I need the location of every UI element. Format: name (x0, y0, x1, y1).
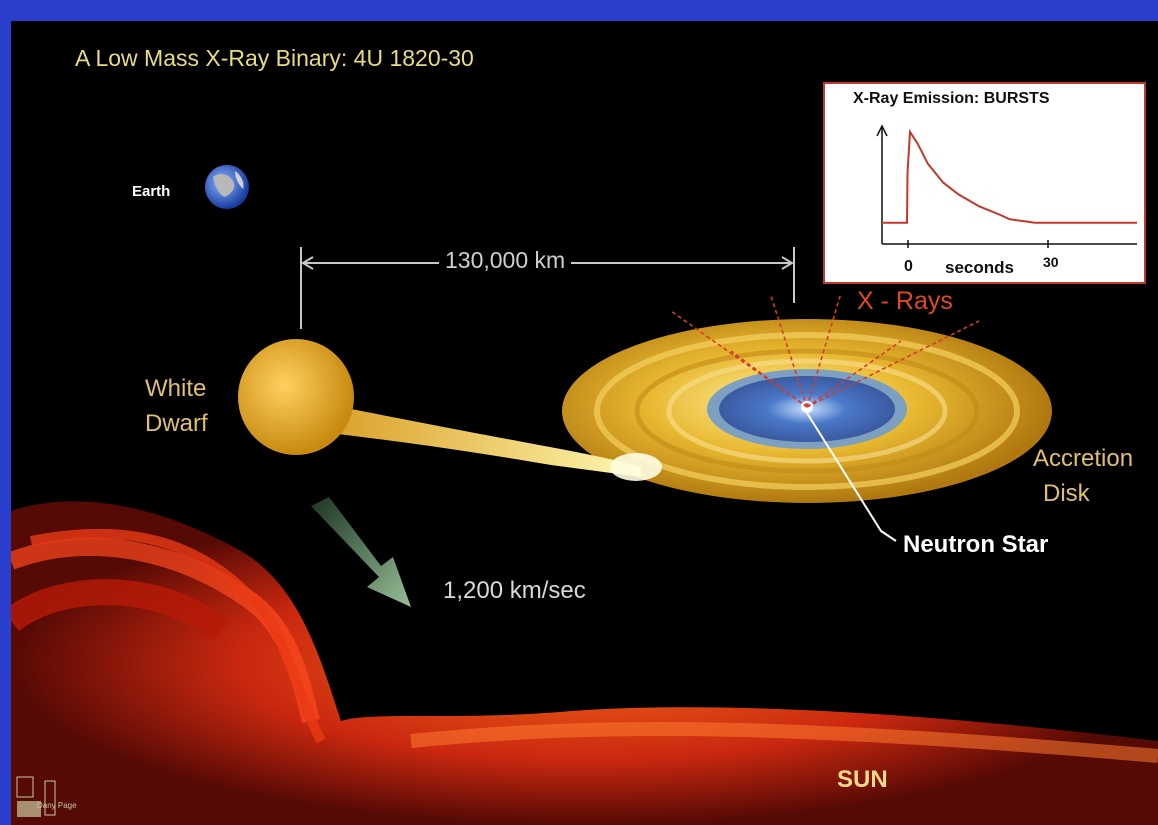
white-dwarf-label-line2: Dwarf (145, 410, 208, 437)
burst-lightcurve-chart (876, 124, 1137, 248)
credit-logo (16, 776, 56, 817)
sun-label: SUN (837, 766, 888, 793)
velocity-arrow (311, 497, 411, 607)
white-dwarf-label: White Dwarf (145, 371, 208, 441)
burst-lightcurve-inset: X-Ray Emission: BURSTS 0 seconds 30 (823, 82, 1146, 284)
white-dwarf (238, 339, 354, 455)
binary-system-diagram: A Low Mass X-Ray Binary: 4U 1820-30 Eart… (11, 21, 1158, 825)
distance-label: 130,000 km (439, 247, 572, 274)
scene-graphics (11, 165, 1158, 825)
earth-label: Earth (132, 183, 171, 200)
accretion-label-line2: Disk (1043, 480, 1090, 507)
accretion-label-line1: Accretion (1033, 445, 1134, 472)
x-tick-label-30: 30 (1043, 254, 1059, 270)
inset-title: X-Ray Emission: BURSTS (853, 90, 1050, 107)
x-axis-label: seconds (945, 258, 1014, 277)
xray-lines (670, 292, 980, 408)
earth-icon (205, 165, 249, 209)
velocity-label: 1,200 km/sec (443, 577, 586, 604)
sun-surface (11, 501, 1158, 825)
x-tick-label-0: 0 (904, 258, 913, 275)
accretion-disk (562, 319, 1052, 503)
mass-stream (311, 401, 662, 481)
xrays-label: X - Rays (857, 287, 953, 315)
burst-lightcurve-line-0 (882, 128, 1137, 224)
y-axis-arrowhead (876, 124, 888, 137)
page-title: A Low Mass X-Ray Binary: 4U 1820-30 (75, 45, 474, 71)
series-layer (882, 128, 1137, 224)
credit-text: Dany Page (37, 801, 77, 810)
neutron-star-pointer (806, 412, 897, 542)
neutron-star-label: Neutron Star (903, 531, 1049, 558)
accretion-disk-label: Accretion Disk (1033, 441, 1133, 511)
white-dwarf-label-line1: White (145, 375, 207, 402)
